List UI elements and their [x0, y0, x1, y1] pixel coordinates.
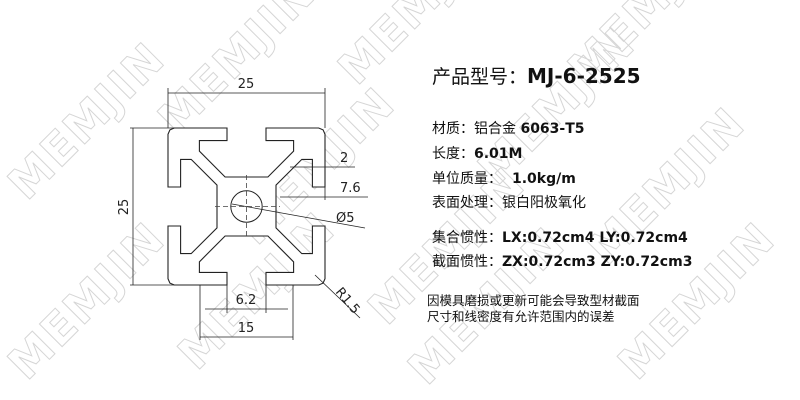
- spec-value-bold: LX:0.72cm4 LY:0.72cm4: [502, 230, 688, 246]
- dim-width: 25: [238, 77, 255, 92]
- spec-label: 材质：: [432, 121, 474, 137]
- spec-row: 材质：铝合金 6063-T5: [432, 118, 585, 138]
- spec-value-bold: 1.0kg/m: [512, 171, 576, 187]
- model-label: 产品型号：: [432, 66, 528, 88]
- model-value: MJ-6-2525: [527, 64, 641, 88]
- center-hole: [230, 190, 263, 223]
- spec-label: 集合惯性：: [432, 230, 502, 246]
- note-line-1: 因模具磨损或更新可能会导致型材截面: [427, 293, 640, 308]
- spec-row: 集合惯性：LX:0.72cm4 LY:0.72cm4: [432, 227, 688, 247]
- spec-label: 单位质量：: [432, 171, 502, 187]
- spec-row: 截面惯性：ZX:0.72cm3 ZY:0.72cm3: [432, 251, 692, 271]
- dim-radius: R1.5: [332, 285, 363, 317]
- spec-value-bold: ZX:0.72cm3 ZY:0.72cm3: [502, 254, 693, 270]
- spec-row: 表面处理：银白阳极氧化: [432, 192, 586, 212]
- spec-row: 长度：6.01M: [432, 143, 522, 163]
- product-model: 产品型号：MJ-6-2525: [432, 62, 641, 89]
- spec-label: 长度：: [432, 146, 474, 162]
- note-line-2: 尺寸和线密度有允许范围内的误差: [427, 309, 615, 324]
- spec-row: 单位质量： 1.0kg/m: [432, 168, 576, 188]
- dim-slot-depth: 7.6: [340, 181, 361, 196]
- dim-opening: 6.2: [236, 293, 257, 308]
- dimension-lines: [130, 88, 368, 340]
- spec-value-bold: 6.01M: [474, 146, 523, 162]
- dim-height: 25: [117, 199, 132, 216]
- spec-label: 表面处理：: [432, 195, 502, 211]
- spec-label: 截面惯性：: [432, 254, 502, 270]
- dim-slot-width: 15: [238, 321, 255, 336]
- dim-wall: 2: [340, 151, 348, 166]
- spec-value-bold: 6063-T5: [520, 121, 585, 137]
- spec-value: 银白阳极氧化: [502, 195, 586, 211]
- spec-value: 铝合金: [474, 121, 521, 137]
- dim-hole: Ø5: [336, 211, 355, 226]
